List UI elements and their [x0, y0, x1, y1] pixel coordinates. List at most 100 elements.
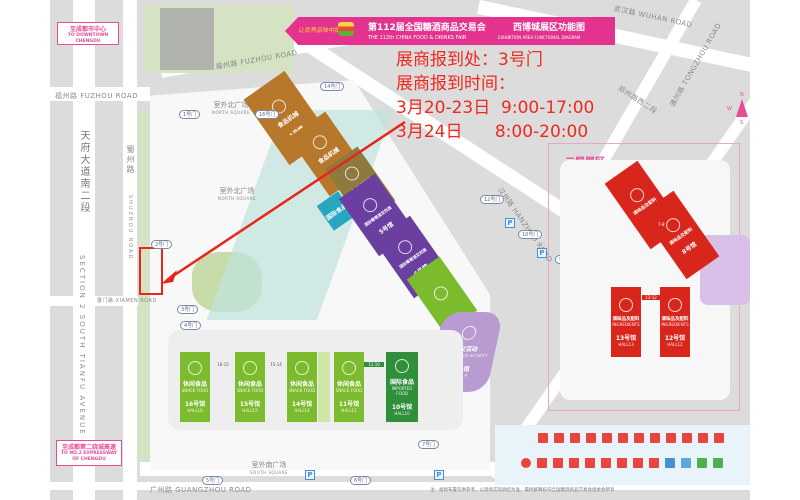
wuhan-road-label: 武汉路 WUHAN ROAD [613, 4, 694, 30]
hall-logo-icon [243, 361, 257, 375]
bottom-road [50, 482, 750, 490]
legend-icon [521, 458, 531, 468]
legend-icon [569, 458, 579, 468]
legend-icon [553, 458, 563, 468]
header-subtitle-cn: 西博城展区功能图 [513, 23, 586, 33]
legend-icon [634, 433, 644, 443]
legend-icon [714, 433, 724, 443]
downtown-callout: 至成都市中心 TO DOWNTOWN CHENGDU [57, 22, 119, 45]
office-building [160, 8, 214, 70]
legend-icon [649, 458, 659, 468]
registration-arrow-icon [161, 120, 406, 284]
registration-marker-box[interactable] [139, 247, 163, 295]
header-title-en: THE 112th CHINA FOOD & DRINKS FAIR [368, 35, 467, 41]
connector-15-14: 15-14 [270, 362, 282, 367]
hall-16[interactable]: 休闲食品 SNACK FOOD 16号馆 HALL16 [180, 352, 210, 422]
shuzhou-road-label-cn: 蜀州路 [126, 145, 135, 175]
tianfu-avenue-label-en: SECTION 2 SOUTH TIANFU AVENUE [78, 255, 86, 436]
expressway-callout: 至成都第二绕城高速 TO NO.2 EXPRESSWAY OF CHENGDU [56, 440, 122, 466]
notice-line-1: 展商报到处：3号门 [396, 50, 543, 70]
downtown-en: TO DOWNTOWN CHENGDU [67, 33, 109, 44]
hall-14[interactable]: 休闲食品 SNACK FOOD 14号馆 HALL14 [287, 352, 317, 422]
gate-5[interactable]: 5号门 [202, 476, 224, 485]
compass-icon: N S W E [725, 92, 750, 128]
shuzhou-road [123, 0, 137, 500]
hall-logo-icon [627, 185, 647, 205]
fair-logo [338, 22, 354, 36]
gate-12[interactable]: 12号门 [480, 195, 505, 204]
gate-16[interactable]: 16号门 [255, 110, 280, 119]
xiamen-road [50, 296, 140, 306]
hall-logo-icon [619, 297, 633, 312]
parking-icon: P [305, 470, 315, 480]
xiamen-road-label: 厦门路 XIAMEN ROAD [97, 298, 157, 304]
legend-icon [682, 433, 692, 443]
gate-1[interactable]: 1号门 [179, 110, 201, 119]
gate-10[interactable]: 10号门 [518, 230, 543, 239]
legend-icon [618, 433, 628, 443]
hall-logo-icon [188, 361, 202, 375]
parking-icon: P [434, 470, 444, 480]
legend-icon [681, 458, 691, 468]
legend-icon [713, 458, 723, 468]
header-title-cn: 第112届全国糖酒商品交易会 [368, 23, 486, 33]
guangzhou-road-label: 广州路 GUANGZHOU ROAD [150, 486, 252, 494]
hall-logo-icon [431, 283, 451, 304]
legend-icon [666, 433, 676, 443]
expressway-en: TO NO.2 EXPRESSWAY OF CHENGDU [60, 451, 118, 462]
hall-logo-icon [295, 361, 309, 375]
parking-icon: P [537, 248, 547, 258]
gate-14[interactable]: 14号门 [320, 82, 345, 91]
expressway-cn: 至成都第二绕城高速 [61, 444, 116, 451]
legend-icon [538, 433, 548, 443]
fuzhou-road-left [50, 87, 150, 101]
parking-icon: P [505, 218, 515, 228]
hall-15[interactable]: 休闲食品 SNACK FOOD 15号馆 HALL15 [235, 352, 265, 422]
footnote: 注：规划布置仅供参考，以现场实际调控为准，最终解释权归全国糖酒商品交易会组委会所… [430, 488, 615, 493]
gate-2[interactable]: 2号门 [151, 240, 173, 249]
legend-icon [585, 458, 595, 468]
legend-icon [633, 458, 643, 468]
legend-icon [554, 433, 564, 443]
hall-11[interactable]: 休闲食品 SNACK FOOD 11号馆 HALL11 [334, 352, 364, 422]
legend-icon [698, 433, 708, 443]
shuzhou-road-label-en: SHUZHOU ROAD [127, 195, 133, 261]
hall-10[interactable]: 国际食品 IMPORTED FOOD 10号馆 HALL10 [386, 352, 418, 422]
legend-icon [537, 458, 547, 468]
header-subtitle-en: EXHIBITION AREA FUNCTIONAL DIAGRAM [498, 35, 581, 40]
hall-logo-icon [395, 358, 409, 373]
legend-icon [617, 458, 627, 468]
notice-line-3: 3月20-23日 9:00-17:00 [396, 98, 595, 118]
gate-7[interactable]: 7号门 [418, 440, 440, 449]
central-walkway [318, 352, 330, 422]
legend-icon [665, 458, 675, 468]
fuzhou-road-label-left: 福州路 FUZHOU ROAD [55, 92, 139, 100]
slogan: 让世界品味中国 [298, 27, 341, 34]
hall-logo-icon [668, 297, 682, 312]
hall-12[interactable]: 调味品及配料 INGREDIENTS 12号馆 HALL12 [660, 287, 690, 357]
connector-13-12: 13-12 [642, 295, 660, 300]
notice-line-4: 3月24日 8:00-20:00 [396, 122, 589, 142]
hall-logo-icon [663, 215, 683, 235]
legend-row-2 [518, 458, 748, 468]
connector-16-15: 16-15 [217, 362, 229, 367]
connector-11-10: 11-10 [364, 362, 384, 367]
hall-logo-icon [342, 361, 356, 375]
legend-icon [602, 433, 612, 443]
legend-icon [586, 433, 596, 443]
connector-7-8: 7-8 [658, 222, 665, 227]
gate-3[interactable]: 3号门 [177, 305, 199, 314]
tianfu-avenue [73, 0, 95, 500]
hall-13[interactable]: 调味品及配料 INGREDIENTS 13号馆 HALL13 [611, 287, 641, 357]
downtown-cn: 至成都市中心 [69, 26, 106, 33]
legend-row-1 [535, 433, 745, 443]
legend-icon [570, 433, 580, 443]
gate-4[interactable]: 4号门 [180, 321, 202, 330]
gate-6[interactable]: 6号门 [350, 476, 372, 485]
legend-icon [650, 433, 660, 443]
legend-icon [601, 458, 611, 468]
tianfu-avenue-label-cn: 天府大道南二段 [78, 130, 89, 214]
legend-icon [697, 458, 707, 468]
